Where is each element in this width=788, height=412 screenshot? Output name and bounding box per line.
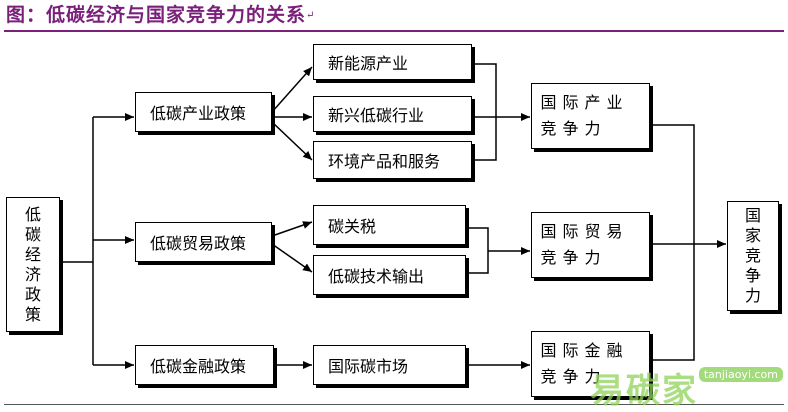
- arrow-industry-env: [271, 121, 313, 161]
- node-policy-trade: 低碳贸易政策: [135, 222, 272, 262]
- arrow-trade-techexport: [271, 243, 313, 273]
- node-root: 低碳经济政策: [6, 197, 60, 332]
- node-comp-finance: 国际金融竞争力: [531, 331, 650, 397]
- node-policy-finance: 低碳金融政策: [135, 345, 274, 385]
- watermark-text: 易碳家: [590, 371, 698, 411]
- paragraph-mark: ↵: [306, 10, 316, 21]
- arrow-trade-tariff: [271, 221, 313, 237]
- node-emerging-lowcarbon: 新兴低碳行业: [313, 96, 472, 132]
- connector-root-bus: [60, 117, 94, 365]
- node-new-energy: 新能源产业: [313, 44, 472, 80]
- node-intl-carbon-market: 国际碳市场: [313, 345, 466, 385]
- node-tech-export: 低碳技术输出: [313, 255, 466, 295]
- bracket-industry: [472, 63, 497, 161]
- arrow-industry-newenergy: [271, 66, 313, 113]
- bracket-trade: [466, 227, 489, 274]
- node-comp-industry: 国际产业竞争力: [531, 83, 650, 149]
- node-policy-industry: 低碳产业政策: [135, 92, 272, 132]
- node-comp-trade: 国际贸易竞争力: [531, 212, 650, 278]
- page-title: 图：低碳经济与国家竞争力的关系↵: [6, 4, 316, 26]
- node-national: 国家竞争力: [727, 201, 779, 311]
- bottom-divider: [4, 404, 784, 405]
- watermark: 易碳家 tanjiaoyi.com: [590, 363, 785, 411]
- watermark-url: tanjiaoyi.com: [698, 367, 783, 382]
- node-env-products: 环境产品和服务: [313, 141, 472, 179]
- node-carbon-tariff: 碳关税: [313, 205, 466, 245]
- connector-comp-bus: [650, 124, 695, 361]
- title-divider: [4, 30, 784, 32]
